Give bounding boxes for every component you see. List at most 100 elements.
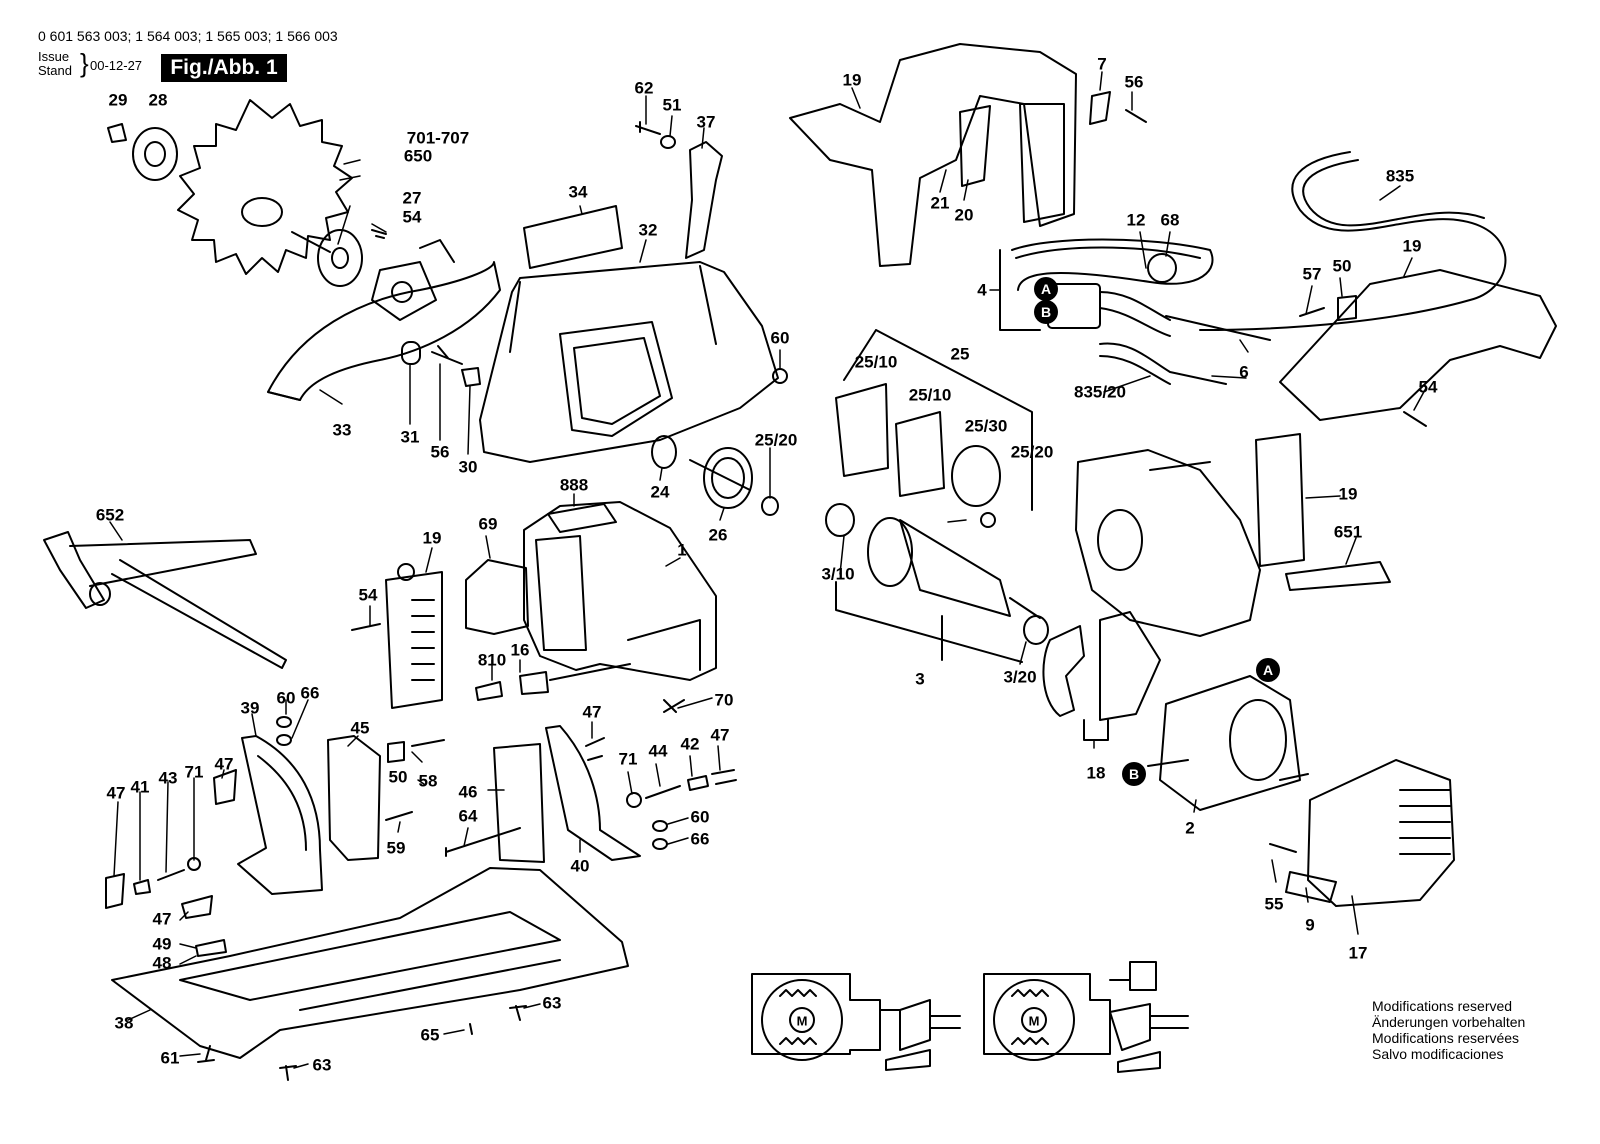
callout-number: 54 <box>358 585 378 605</box>
nut-50-drawing <box>387 741 405 763</box>
callout-number: 48 <box>152 953 172 973</box>
callout-number: 650 <box>403 146 433 166</box>
callout-number: 50 <box>388 767 408 787</box>
callout-number: 25/10 <box>908 385 952 405</box>
screws-58-59-drawing <box>385 739 445 821</box>
brush-810-drawing <box>475 681 503 701</box>
callout-number: 40 <box>570 856 590 876</box>
callout-number: 39 <box>240 698 260 718</box>
washer-66a-drawing <box>276 734 292 746</box>
callout-number: 47 <box>106 783 126 803</box>
connector-a-marker: A <box>1034 277 1058 301</box>
callout-number: 26 <box>708 525 728 545</box>
callout-number: 17 <box>1348 943 1368 963</box>
hex-key-651-drawing <box>1285 561 1391 591</box>
screw-54c-drawing <box>351 623 381 631</box>
callout-number: 810 <box>477 650 507 670</box>
callout-number: 19 <box>842 70 862 90</box>
callout-number: 3/20 <box>1003 667 1037 687</box>
scale-19-drawing <box>385 563 443 709</box>
label-9-drawing <box>1285 871 1337 903</box>
callout-number: 30 <box>458 457 478 477</box>
callout-number: 43 <box>158 768 178 788</box>
clamp-7-drawing <box>1089 91 1111 125</box>
modifications-line: Modifications reservées <box>1372 1030 1520 1046</box>
callout-number: 9 <box>1305 915 1315 935</box>
callout-number: 25 <box>950 344 970 364</box>
callout-number: 38 <box>114 1013 134 1033</box>
riving-knife-37-drawing <box>685 141 723 259</box>
callout-number: 25/20 <box>1010 442 1054 462</box>
callout-number: 835 <box>1385 166 1415 186</box>
cable-70-drawing <box>549 663 685 713</box>
callout-number: 49 <box>152 934 172 954</box>
pin-41-drawing <box>133 879 151 895</box>
spring-43-drawing <box>157 869 185 881</box>
gear-26-drawing <box>689 447 753 509</box>
bracket-46-drawing <box>493 743 545 863</box>
modifications-line: Salvo modificaciones <box>1372 1046 1504 1062</box>
knob-47e-drawing <box>181 895 213 919</box>
callout-number: 63 <box>542 993 562 1013</box>
bolt-64-drawing <box>445 827 521 857</box>
callout-number: 37 <box>696 112 716 132</box>
flange-28-drawing <box>107 123 178 181</box>
callout-number: 652 <box>95 505 125 525</box>
callout-number: 66 <box>300 683 320 703</box>
plate-45-drawing <box>327 735 381 861</box>
washer-51-drawing <box>660 135 676 149</box>
bracket-18-drawing <box>1083 719 1109 741</box>
bracket-25-drawing <box>843 329 1033 511</box>
callout-number: 25/20 <box>754 430 798 450</box>
motor-symbol: M <box>1028 1013 1040 1029</box>
callout-number: 25/10 <box>854 352 898 372</box>
callout-number: 7 <box>1097 54 1107 74</box>
base-plate-38-drawing <box>111 867 629 1059</box>
knob-47d-drawing <box>711 769 737 785</box>
lower-guard-33-drawing <box>267 261 501 401</box>
bearing-2520b-drawing <box>980 512 996 528</box>
bevel-segment-40-drawing <box>545 725 641 861</box>
callout-number: 50 <box>1332 256 1352 276</box>
callout-number: 27 <box>402 188 422 208</box>
callout-number: 24 <box>650 482 670 502</box>
screw-55-drawing <box>1269 843 1297 853</box>
cover-69-drawing <box>465 559 529 635</box>
knob-47a-drawing <box>213 769 237 805</box>
callout-number: 47 <box>152 909 172 929</box>
callout-number: 2 <box>1185 818 1195 838</box>
callout-number: 1 <box>677 540 687 560</box>
housing-cover-17-drawing <box>1307 759 1455 907</box>
part-number-codes: 0 601 563 003; 1 564 003; 1 565 003; 1 5… <box>38 28 338 44</box>
motor-symbol: M <box>796 1013 808 1029</box>
callout-number: 12 <box>1126 210 1146 230</box>
callout-number: 61 <box>160 1048 180 1068</box>
callout-number: 64 <box>458 806 478 826</box>
knob-47b-drawing <box>105 873 125 909</box>
callout-number: 60 <box>690 807 710 827</box>
callout-number: 70 <box>714 690 734 710</box>
callout-number: 57 <box>1302 264 1322 284</box>
issue-label: Issue Stand <box>38 50 72 78</box>
washer-71b-drawing <box>626 792 642 808</box>
saw-blade-drawing <box>177 99 353 275</box>
plate-2510b-drawing <box>895 411 945 497</box>
handle-housing-19-drawing <box>789 43 1077 267</box>
callout-number: 71 <box>618 749 638 769</box>
armature-3-drawing <box>825 503 1049 645</box>
callout-number: 47 <box>710 725 730 745</box>
small-parts-31-56-30 <box>401 341 481 387</box>
screw-63b-drawing <box>279 1065 297 1081</box>
callout-number: 59 <box>386 838 406 858</box>
issue-label-en: Issue <box>38 49 70 64</box>
power-cable-835-drawing <box>1199 151 1507 331</box>
ring-2530-drawing <box>951 445 1001 507</box>
issue-label-de: Stand <box>38 63 72 78</box>
callout-number: 21 <box>930 193 950 213</box>
nut-60b-drawing <box>276 716 292 728</box>
callout-number: 16 <box>510 640 530 660</box>
callout-number: 65 <box>420 1025 440 1045</box>
callout-number: 71 <box>184 762 204 782</box>
callout-number: 888 <box>559 475 589 495</box>
